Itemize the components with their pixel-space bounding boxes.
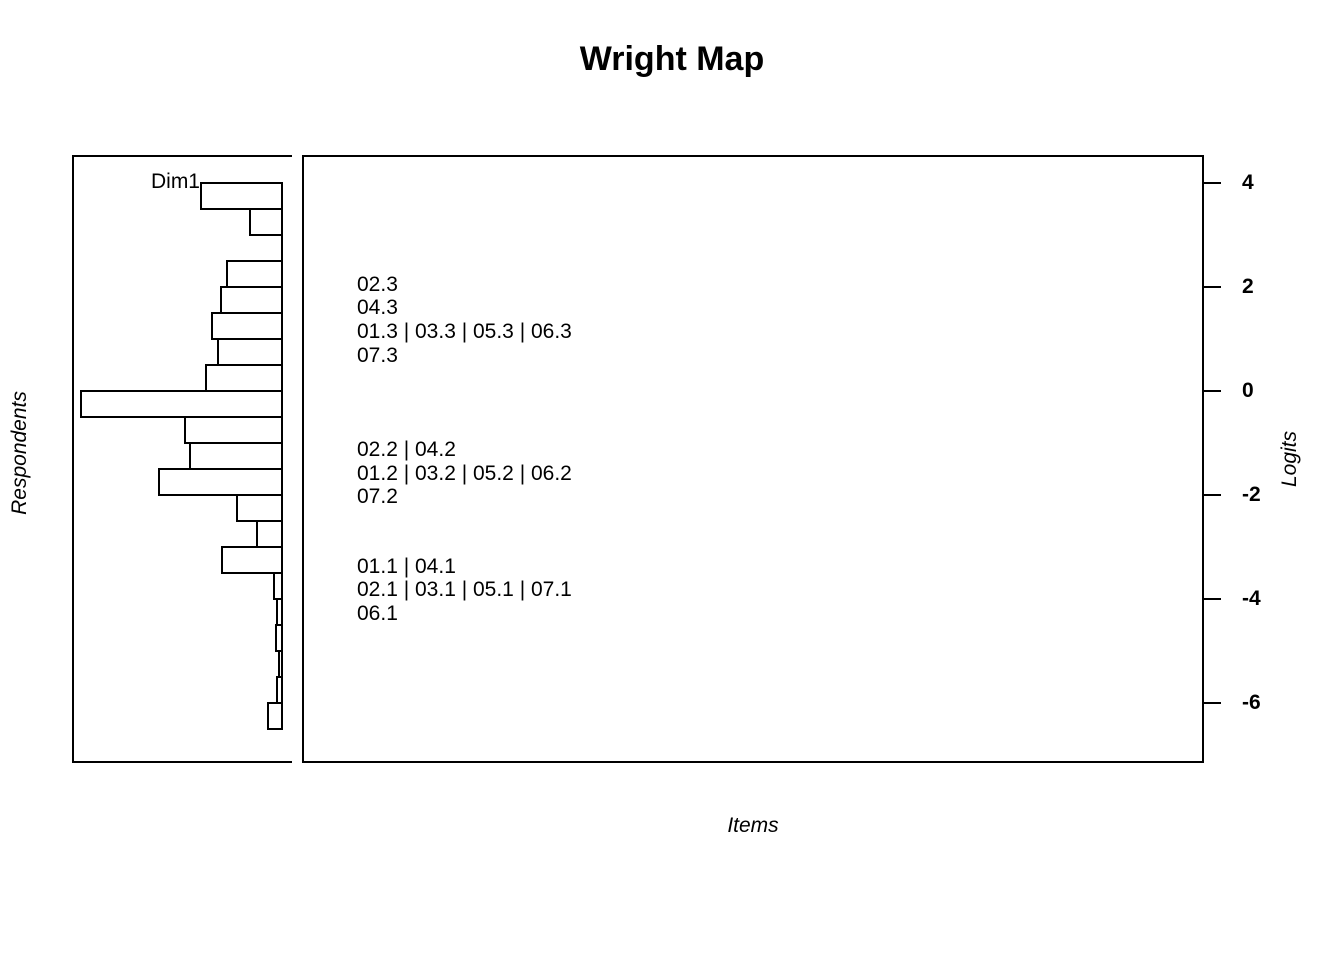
histogram-bar [221,546,281,574]
logit-axis-tick-label: -4 [1242,587,1261,610]
logit-axis-tick [1204,286,1221,288]
histogram-bar [278,650,281,678]
histogram-bar [189,442,281,470]
item-panel [302,155,1204,763]
dimension-label: Dim1 [150,170,200,193]
histogram-bar [158,468,281,496]
logit-axis-tick-label: 2 [1242,275,1254,298]
respondents-axis-title: Respondents [8,391,31,515]
item-row-label: 01.2 | 03.2 | 05.2 | 06.2 [357,461,572,485]
histogram-bar [211,312,281,340]
item-row-label: 07.3 [357,343,398,367]
logit-axis-tick-label: 4 [1242,171,1254,194]
histogram-bar [184,416,281,444]
logit-axis-tick [1204,702,1221,704]
histogram-bar [276,676,281,704]
histogram-bar [80,390,281,418]
histogram-bar [276,598,281,626]
items-axis-title: Items [727,814,779,837]
logit-axis-tick [1204,598,1221,600]
chart-title: Wright Map [579,40,765,78]
logits-axis-title: Logits [1278,430,1301,488]
histogram-bar [273,572,281,600]
item-row-label: 01.1 | 04.1 [357,554,456,578]
histogram-bar [226,260,281,288]
item-row-label: 02.1 | 03.1 | 05.1 | 07.1 [357,578,572,602]
histogram-bar [236,494,281,522]
item-row-label: 02.2 | 04.2 [357,437,456,461]
item-row-label: 01.3 | 03.3 | 05.3 | 06.3 [357,320,572,344]
logit-axis-tick-label: -2 [1242,483,1261,506]
histogram-bar [205,364,281,392]
logit-axis-tick [1204,182,1221,184]
histogram-bar [200,182,281,210]
logit-axis-tick [1204,494,1221,496]
logit-axis-tick [1204,390,1221,392]
item-row-label: 04.3 [357,296,398,320]
histogram-bar [256,520,281,548]
logit-axis-tick-label: 0 [1242,379,1254,402]
logit-axis-tick-label: -6 [1242,691,1261,714]
histogram-bar [217,338,281,366]
histogram-bar [267,702,281,730]
histogram-bar [275,624,281,652]
histogram-bar [249,208,281,236]
item-row-label: 02.3 [357,272,398,296]
histogram-baseline-axis [281,182,283,730]
item-row-label: 07.2 [357,485,398,509]
item-row-label: 06.1 [357,601,398,625]
histogram-bar [220,286,281,314]
